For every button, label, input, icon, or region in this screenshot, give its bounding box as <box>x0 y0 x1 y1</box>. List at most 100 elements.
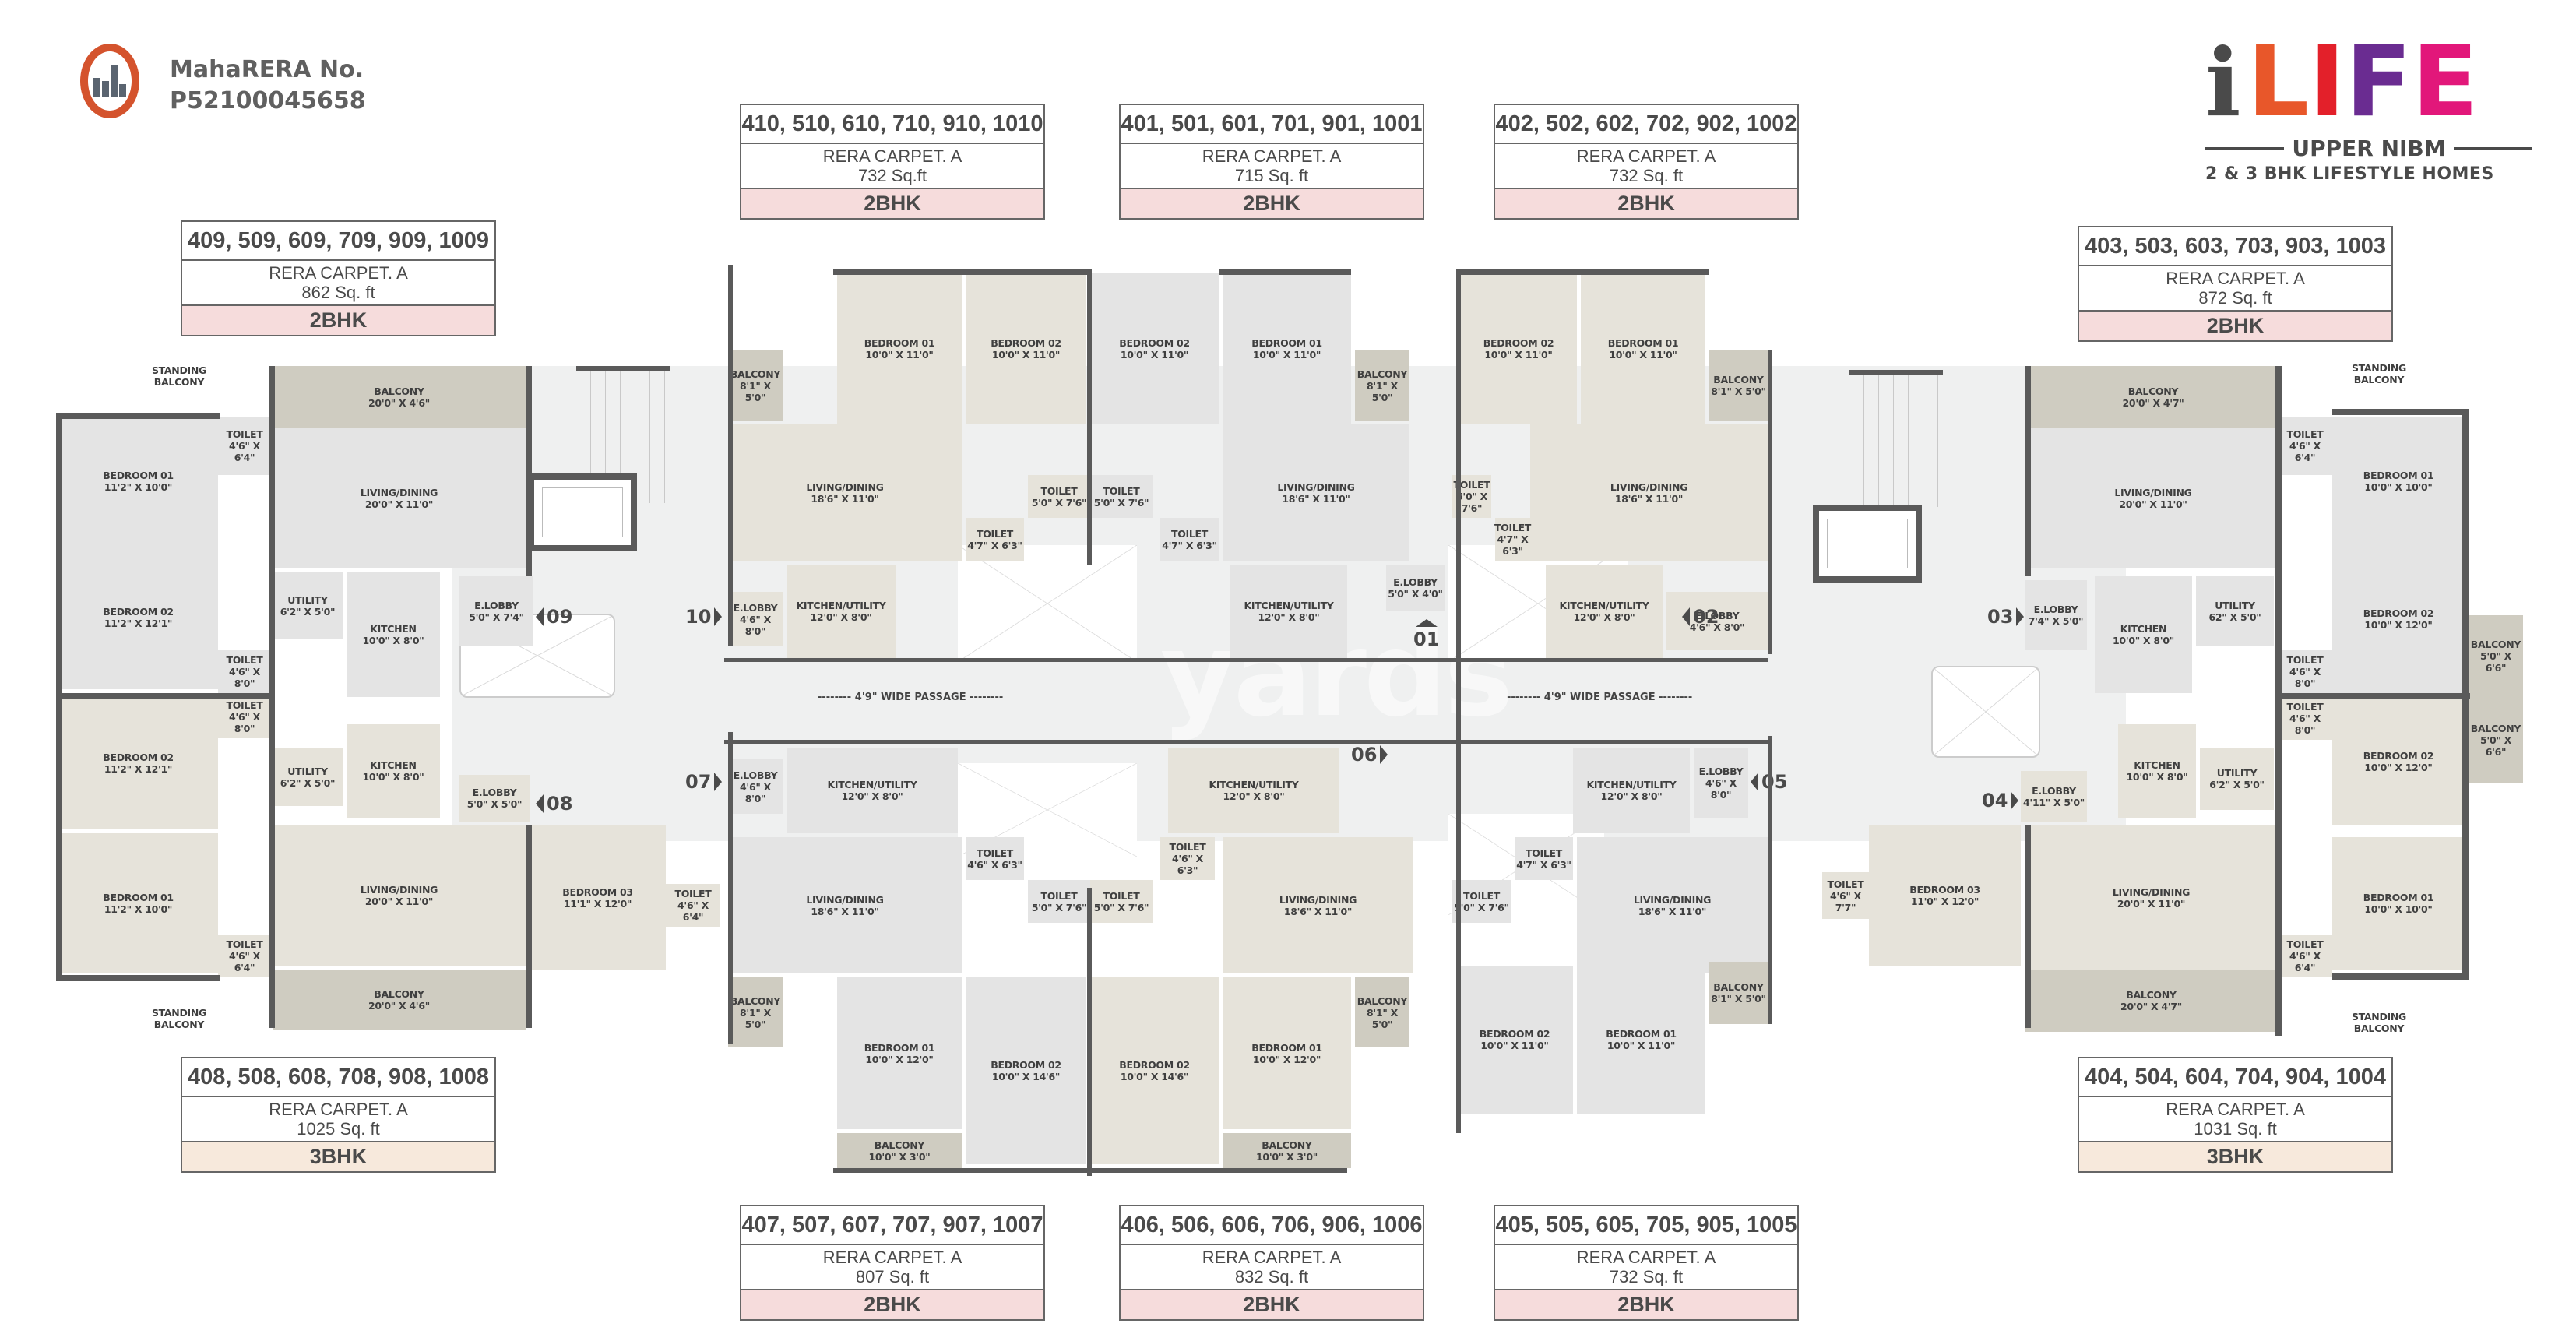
brand-letter-i: i <box>2205 28 2241 138</box>
flat-marker-03: 03 <box>1987 606 2025 628</box>
flat-marker-04: 04 <box>1982 790 2019 811</box>
wall <box>1768 350 1772 654</box>
carpet-label: RERA CARPET. A <box>822 1248 962 1267</box>
flat-marker-02: 02 <box>1682 606 1719 628</box>
wall <box>56 975 220 981</box>
unit-numbers: 406, 506, 606, 706, 906, 1006 <box>1121 1206 1423 1245</box>
unit-numbers: 408, 508, 608, 708, 908, 1008 <box>182 1058 494 1097</box>
unit-box-408: 408, 508, 608, 708, 908, 1008 RERA CARPE… <box>181 1057 496 1173</box>
unit-numbers: 401, 501, 601, 701, 901, 1001 <box>1121 105 1423 144</box>
unit-type: 2BHK <box>1495 1290 1797 1319</box>
flat-marker-08: 08 <box>536 793 572 815</box>
rera-registration: MahaRERA No. P52100045658 <box>170 55 366 117</box>
carpet-area: 807 Sq. ft <box>855 1267 930 1286</box>
brand-letter: L <box>2247 26 2310 139</box>
open-shaft-bottom <box>958 763 1137 857</box>
wall <box>2275 693 2470 699</box>
carpet-area: 1025 Sq. ft <box>297 1119 380 1139</box>
unit-box-404: 404, 504, 604, 704, 904, 1004 RERA CARPE… <box>2078 1057 2393 1173</box>
ilife-brand-logo: i L I F E UPPER NIBM 2 & 3 BHK LIFESTYLE… <box>2205 26 2532 184</box>
wall <box>526 825 532 1028</box>
carpet-label: RERA CARPET. A <box>1576 1248 1716 1267</box>
carpet-area: 832 Sq. ft <box>1234 1267 1309 1286</box>
wall <box>833 1168 1090 1173</box>
carpet-label: RERA CARPET. A <box>1202 1248 1342 1267</box>
duct-right <box>1931 666 2040 758</box>
flat-marker-01: 01 <box>1413 619 1439 650</box>
unit-numbers: 410, 510, 610, 710, 910, 1010 <box>741 105 1043 144</box>
wall <box>724 658 1768 662</box>
carpet-area: 862 Sq. ft <box>301 283 375 302</box>
divider <box>2453 147 2532 150</box>
unit-numbers: 405, 505, 605, 705, 905, 1005 <box>1495 1206 1797 1245</box>
unit-type: 2BHK <box>1121 1290 1423 1319</box>
f03-standing-balcony: STANDING BALCONY <box>2351 362 2407 385</box>
wall <box>1768 736 1772 1024</box>
carpet-area: 732 Sq. ft <box>1609 1267 1684 1286</box>
rera-label: MahaRERA No. <box>170 56 364 83</box>
carpet-label: RERA CARPET. A <box>2166 1100 2305 1119</box>
wall <box>1460 269 1709 275</box>
wall <box>526 366 532 576</box>
carpet-area: 732 Sq.ft <box>857 166 927 185</box>
unit-type: 2BHK <box>1121 189 1423 218</box>
unit-type: 2BHK <box>741 189 1043 218</box>
staircase-right <box>1849 370 1943 507</box>
carpet-area: 732 Sq. ft <box>1609 166 1684 185</box>
carpet-area: 715 Sq. ft <box>1234 166 1309 185</box>
unit-box-410: 410, 510, 610, 710, 910, 1010 RERA CARPE… <box>740 104 1045 220</box>
carpet-area: 1031 Sq. ft <box>2194 1119 2277 1139</box>
unit-numbers: 409, 509, 609, 709, 909, 1009 <box>182 222 494 261</box>
carpet-label: RERA CARPET. A <box>269 1100 408 1119</box>
divider <box>2205 147 2285 150</box>
f04-standing-balcony: STANDING BALCONY <box>2351 1011 2407 1034</box>
unit-box-407: 407, 507, 607, 707, 907, 1007 RERA CARPE… <box>740 1205 1045 1321</box>
wall <box>1087 888 1092 1176</box>
unit-box-405: 405, 505, 605, 705, 905, 1005 RERA CARPE… <box>1494 1205 1799 1321</box>
unit-type: 2BHK <box>2079 312 2391 340</box>
wall <box>56 413 220 419</box>
